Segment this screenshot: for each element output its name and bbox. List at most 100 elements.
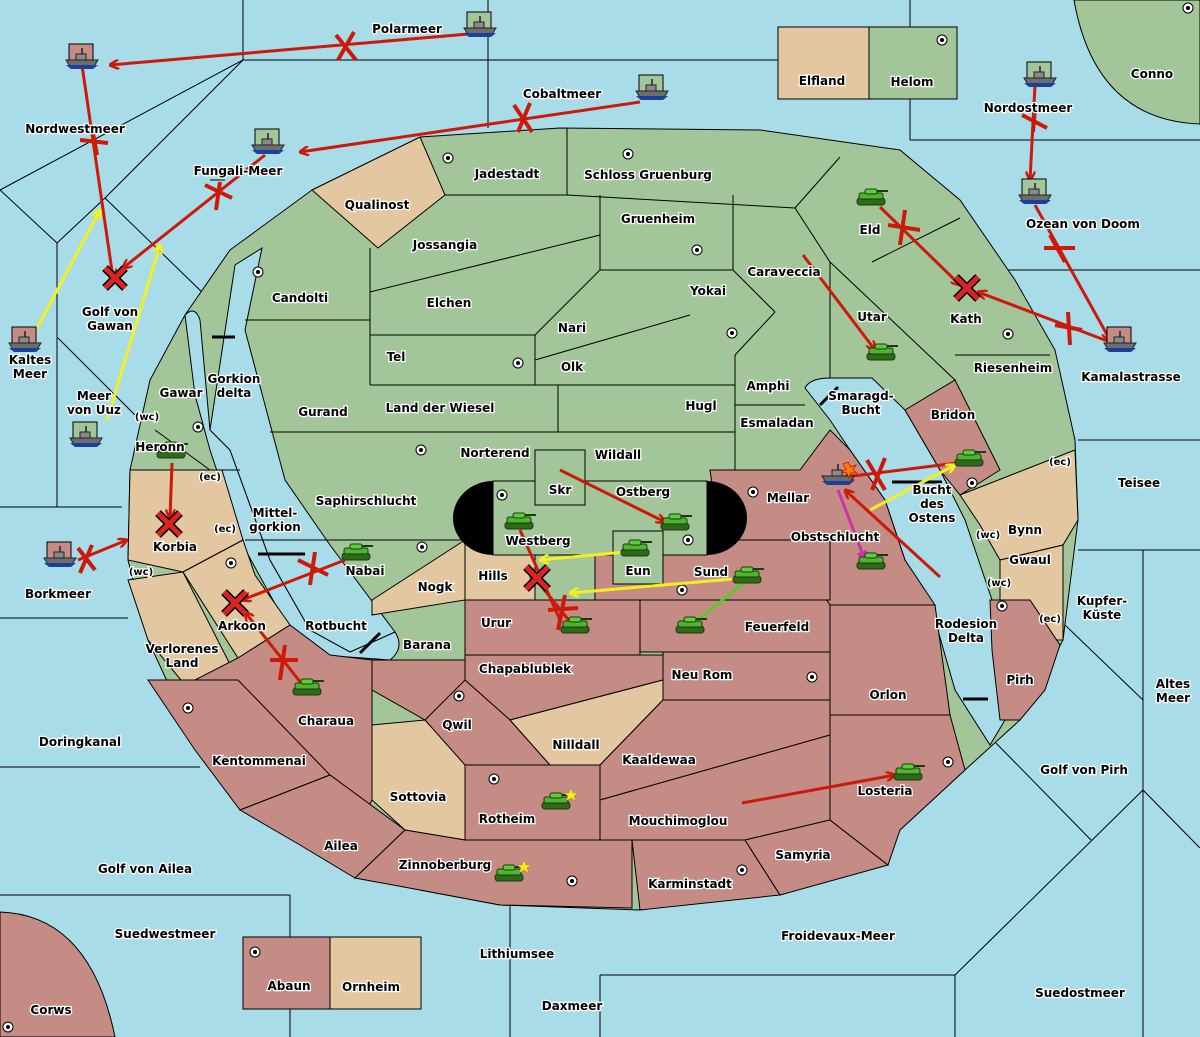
fleet-unit[interactable]	[69, 421, 103, 448]
label-elchen: Elchen	[427, 296, 472, 310]
supply-center-kath	[1002, 328, 1014, 340]
label-riesenheim: Riesenheim	[974, 361, 1053, 375]
label-rotbucht: Rotbucht	[305, 619, 367, 633]
label-yokai: Yokai	[689, 284, 726, 298]
label-ailea: Ailea	[324, 839, 358, 853]
label-utar: Utar	[857, 310, 887, 324]
fleet-unit[interactable]	[251, 128, 285, 155]
label-barana: Barana	[403, 638, 451, 652]
fleet-unit[interactable]	[821, 461, 859, 486]
label-skr: Skr	[549, 483, 572, 497]
label-golf-von-pirh: Golf von Pirh	[1040, 763, 1128, 777]
label-polarmeer: Polarmeer	[372, 22, 442, 36]
label-jossangia: Jossangia	[412, 238, 477, 252]
fleet-unit[interactable]	[1103, 326, 1137, 353]
supply-center-abaun	[249, 946, 261, 958]
label-hugl: Hugl	[685, 399, 716, 413]
label-kaaldewaa: Kaaldewaa	[622, 753, 696, 767]
fleet-unit[interactable]	[1023, 61, 1057, 88]
label-losteria: Losteria	[857, 784, 912, 798]
label-saphirschlucht: Saphirschlucht	[316, 494, 417, 508]
orders-support	[35, 210, 955, 593]
army-unit[interactable]	[494, 859, 532, 882]
label-kentommenai: Kentommenai	[212, 754, 306, 768]
fleet-unit[interactable]	[8, 326, 42, 353]
order-arrow	[110, 31, 481, 65]
star-icon	[563, 787, 579, 802]
label-cobaltmeer: Cobaltmeer	[523, 87, 601, 101]
label-orlon: Orlon	[869, 688, 906, 702]
label-lithiumsee: Lithiumsee	[480, 947, 555, 961]
fleet-unit[interactable]	[1018, 178, 1052, 205]
labels-layer: PolarmeerNordwestmeerCobaltmeerFungali-M…	[7, 21, 1191, 1019]
province-zinnoberburg[interactable]	[353, 829, 633, 909]
coast-tag-wc: (wc)	[976, 530, 1000, 541]
label-samyria: Samyria	[775, 848, 830, 862]
order-arrow	[559, 468, 665, 522]
crossing-arrows	[212, 335, 988, 701]
label-esmaladan: Esmaladan	[740, 416, 813, 430]
order-arrow	[245, 612, 307, 689]
province-rotheim[interactable]	[464, 764, 601, 841]
label-conno: Conno	[1131, 67, 1173, 81]
label-nari: Nari	[558, 321, 586, 335]
label-amphi: Amphi	[746, 379, 789, 393]
supply-center-westberg	[496, 489, 508, 501]
label-nabai: Nabai	[346, 564, 385, 578]
supply-center-kentommenai	[182, 702, 194, 714]
label-olk: Olk	[561, 360, 584, 374]
fleet-unit[interactable]	[635, 74, 669, 101]
label-heronn: Heronn	[135, 440, 184, 454]
label-nordostmeer: Nordostmeer	[984, 101, 1073, 115]
province-conno[interactable]	[1073, 0, 1200, 125]
order-arrow	[741, 775, 895, 805]
label-kupfer-kueste: Kupfer-Küste	[1077, 594, 1127, 622]
double-arrow-icon	[358, 631, 382, 655]
label-corws: Corws	[30, 1003, 71, 1017]
label-land-der-wiesel: Land der Wiesel	[386, 401, 495, 415]
label-sund: Sund	[694, 565, 728, 579]
label-jadestadt: Jadestadt	[474, 167, 540, 181]
province-nogk[interactable]	[371, 539, 466, 616]
province-corws[interactable]	[0, 911, 116, 1037]
province-elfland[interactable]	[777, 26, 870, 100]
order-arrow	[978, 292, 1111, 344]
label-smaragd-bucht: Smaragd-Bucht	[828, 389, 893, 417]
supply-center-karminstadt	[736, 864, 748, 876]
supply-center-yokai	[726, 327, 738, 339]
label-neu-rom: Neu Rom	[672, 668, 733, 682]
supply-center-nabai	[416, 541, 428, 553]
coast-tag-ec: (ec)	[214, 524, 236, 535]
label-chapablublek: Chapablublek	[479, 662, 572, 676]
fleet-unit[interactable]	[65, 43, 99, 70]
supply-center-neu-rom	[806, 671, 818, 683]
fleet-unit[interactable]	[463, 11, 497, 38]
label-westberg: Westberg	[505, 534, 570, 548]
label-norterend: Norterend	[460, 446, 529, 460]
fleet-unit[interactable]	[43, 541, 77, 568]
province-ornheim[interactable]	[329, 936, 422, 1010]
supply-center-sund	[676, 584, 688, 596]
label-kamalastrasse: Kamalastrasse	[1081, 370, 1181, 384]
army-unit[interactable]	[541, 787, 579, 810]
order-arrow	[300, 100, 641, 152]
order-arrow	[801, 254, 875, 350]
label-ornheim: Ornheim	[342, 980, 400, 994]
label-kath: Kath	[950, 312, 982, 326]
label-obstschlucht: Obstschlucht	[791, 530, 880, 544]
province-borders	[154, 128, 1050, 541]
label-gurand: Gurand	[298, 405, 348, 419]
dislodged-marks	[102, 265, 981, 617]
order-arrow	[170, 462, 172, 518]
province-pirh[interactable]	[989, 599, 1061, 721]
label-nilldall: Nilldall	[552, 738, 599, 752]
supply-center-helom	[936, 34, 948, 46]
supply-center-norterend	[415, 444, 427, 456]
label-teisee: Teisee	[1118, 476, 1160, 490]
label-hills: Hills	[478, 569, 508, 583]
order-arrow	[1030, 84, 1037, 180]
supply-center-arkoon	[225, 557, 237, 569]
